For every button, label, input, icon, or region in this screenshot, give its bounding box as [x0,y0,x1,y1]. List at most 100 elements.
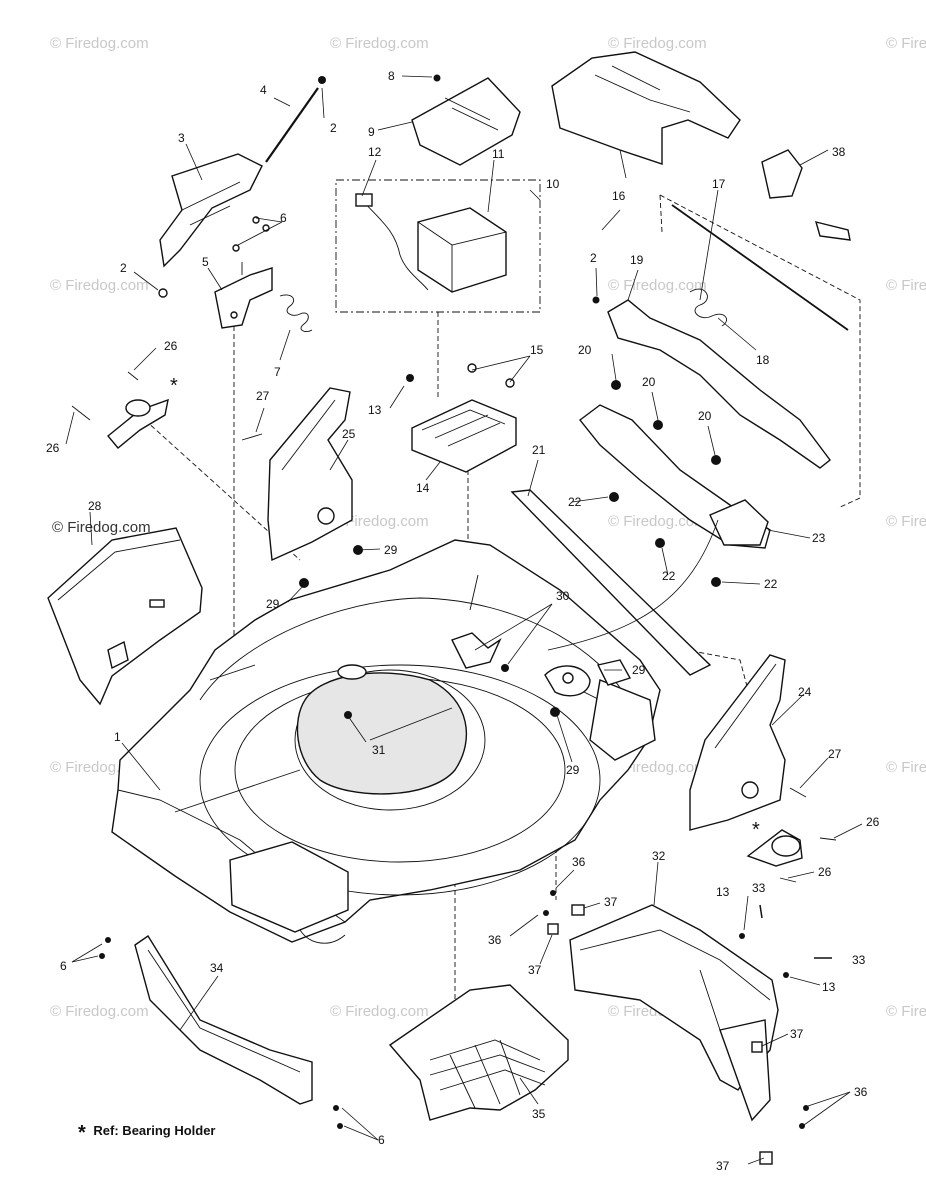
callout-22-b: 22 [662,569,676,583]
callout-11: 11 [492,147,505,161]
watermark-text: © Firedog.com [52,519,151,536]
callout-29-b: 29 [266,597,280,611]
watermark-text: © Firedog.com [50,277,149,294]
callout-16: 16 [612,189,626,203]
callout-1: 1 [114,730,121,744]
rear-flap [47,527,203,706]
watermark-text: © Firedog.com [608,277,707,294]
callout-10: 10 [546,177,560,191]
bottom-shield [388,984,569,1121]
callout-35: 35 [532,1107,546,1121]
callout-5: 5 [202,255,209,269]
callout-6-left: 6 [60,959,67,973]
bearing-marker-left: * [170,375,178,397]
watermark-text: © Firedog.com [608,35,707,52]
callout-38: 38 [832,145,846,159]
callout-32: 32 [652,849,666,863]
watermark-text: © Firedog.com [50,35,149,52]
callout-30: 30 [556,589,570,603]
callout-13-right: 13 [716,885,730,899]
battery-tray [406,363,517,473]
callout-4: 4 [260,83,267,97]
watermark-text: © Firedog.com [608,513,707,530]
callout-6-top: 6 [280,211,287,225]
callout-2-top: 2 [330,121,337,135]
watermark-text: © Firedog.com [886,1003,926,1020]
callout-29-a: 29 [384,543,398,557]
callout-20-a: 20 [578,343,592,357]
callout-37-a: 37 [604,895,618,909]
footnote-text: Ref: Bearing Holder [93,1123,216,1138]
callout-29-d: 29 [566,763,580,777]
discharge-chute [569,904,779,1122]
callout-20-b: 20 [642,375,656,389]
control-rod [671,149,851,331]
callout-23: 23 [812,531,826,545]
callout-17: 17 [712,177,726,191]
callout-37-d: 37 [716,1159,730,1173]
battery [355,193,507,293]
callout-37-c: 37 [790,1027,804,1041]
callout-27-b: 27 [828,747,842,761]
callout-26-c: 26 [866,815,880,829]
callout-36-a: 36 [572,855,586,869]
door-bracket [214,216,313,333]
bearing-holders [71,371,837,883]
footnote: * Ref: Bearing Holder [78,1122,216,1145]
callout-8: 8 [388,69,395,83]
hardware [99,890,832,1165]
callout-37-b: 37 [528,963,542,977]
callout-2-left: 2 [120,261,127,275]
callout-24: 24 [798,685,812,699]
watermark-text: © Firedog.com [330,1003,429,1020]
callout-19: 19 [630,253,644,267]
watermark-text: © Firedog.com [50,1003,149,1020]
watermark-text: © Firedog.com [886,277,926,294]
callout-9: 9 [368,125,375,139]
callout-33-b: 33 [852,953,866,967]
callout-26-a: 26 [164,339,178,353]
callout-12: 12 [368,145,382,159]
callout-14: 14 [416,481,430,495]
callout-7: 7 [274,365,281,379]
deck-housing [111,539,661,944]
group-outlines [144,179,861,1000]
callout-28: 28 [88,499,102,513]
footnote-marker: * [78,1122,86,1144]
callout-26-d: 26 [818,865,832,879]
callout-13-left: 13 [368,403,382,417]
watermark-text: © Firedog.com [886,759,926,776]
callout-22-a: 22 [568,495,582,509]
callout-25: 25 [342,427,356,441]
callout-numbers: 1 2 2 2 3 4 5 6 6 6 7 8 9 10 11 12 13 13… [46,69,880,1173]
callout-13-far: 13 [822,980,836,994]
callout-36-b: 36 [488,933,502,947]
height-adjuster-left [267,387,363,588]
callout-18: 18 [756,353,770,367]
handle-controls [579,288,831,587]
rear-door-assembly [158,76,326,298]
watermark-text: © Firedog.com [886,35,926,52]
battery-cover [411,74,521,166]
callout-2-handle: 2 [590,251,597,265]
watermark-text: © Firedog.com [330,35,429,52]
watermark-text: © Firedog.com [330,513,429,530]
callout-15: 15 [530,343,544,357]
bearing-marker-right: * [752,819,760,841]
callout-26-b: 26 [46,441,60,455]
callout-22-c: 22 [764,577,778,591]
watermark-layer: © Firedog.com © Firedog.com © Firedog.com ©… [50,35,926,1020]
callout-20-c: 20 [698,409,712,423]
callout-31: 31 [372,743,386,757]
callout-3: 3 [178,131,185,145]
callout-27-a: 27 [256,389,270,403]
callout-33-a: 33 [752,881,766,895]
leader-lines [65,75,863,1165]
callout-36-c: 36 [854,1085,868,1099]
callout-6-bottom: 6 [378,1133,385,1147]
upper-handle [551,51,741,165]
callout-21: 21 [532,443,546,457]
side-skirt [510,489,712,676]
